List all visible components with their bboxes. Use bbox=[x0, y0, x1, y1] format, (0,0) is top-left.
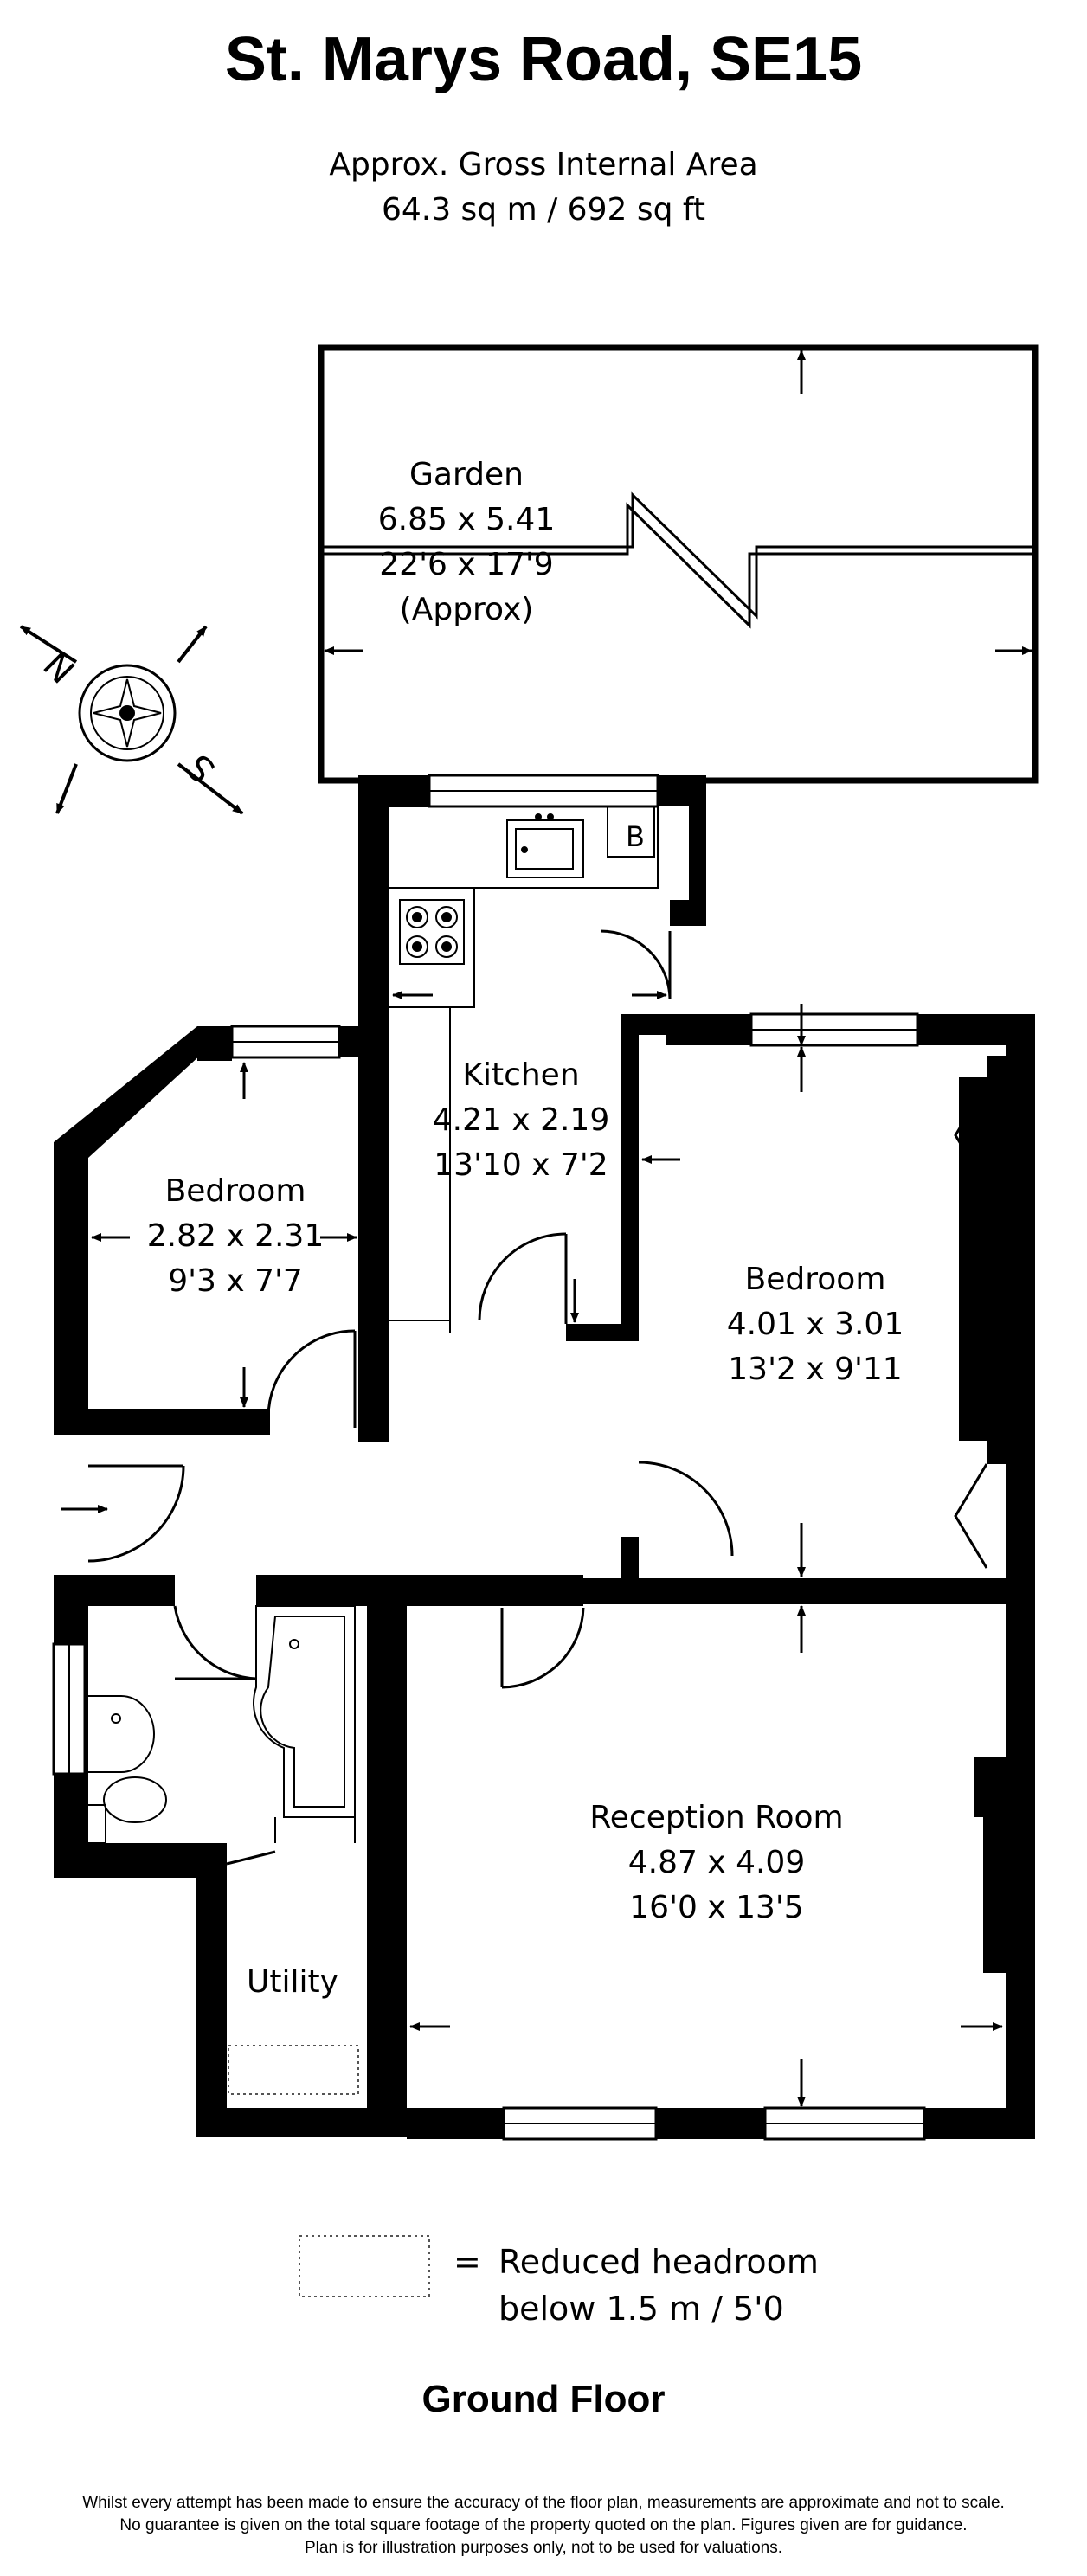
bedroom-left-name: Bedroom bbox=[165, 1173, 306, 1209]
compass-north-label: N bbox=[35, 646, 81, 692]
bedroom-left-metric: 2.82 x 2.31 bbox=[147, 1218, 325, 1254]
reduced-headroom-area bbox=[228, 2045, 359, 2095]
kitchen-name: Kitchen bbox=[462, 1057, 579, 1093]
exterior-walls bbox=[54, 775, 1035, 2139]
bathroom-fittings bbox=[84, 1605, 356, 1844]
legend-swatch bbox=[299, 2235, 430, 2297]
floor-label: Ground Floor bbox=[421, 2378, 666, 2420]
kitchen-metric: 4.21 x 2.19 bbox=[433, 1102, 610, 1138]
bedroom-left-imperial: 9'3 x 7'7 bbox=[168, 1263, 303, 1299]
compass-south-label: S bbox=[179, 746, 222, 789]
reception-name: Reception Room bbox=[589, 1800, 843, 1835]
doors bbox=[87, 929, 988, 1866]
boiler-label: B bbox=[626, 820, 645, 853]
garden-imperial: 22'6 x 17'9 bbox=[379, 547, 553, 582]
kitchen-fittings bbox=[389, 806, 659, 1333]
reception-metric: 4.87 x 4.09 bbox=[628, 1845, 806, 1880]
disclaimer-line1: Whilst every attempt has been made to en… bbox=[82, 2494, 1005, 2512]
legend-line2: below 1.5 m / 5'0 bbox=[498, 2290, 784, 2328]
utility-name: Utility bbox=[247, 1964, 338, 2000]
gross-area-value: 64.3 sq m / 692 sq ft bbox=[381, 192, 706, 228]
bedroom-right-metric: 4.01 x 3.01 bbox=[727, 1307, 904, 1342]
gross-area-heading: Approx. Gross Internal Area bbox=[329, 147, 758, 183]
garden-note: (Approx) bbox=[400, 592, 534, 627]
compass-icon bbox=[19, 625, 244, 815]
page-title: St. Marys Road, SE15 bbox=[224, 25, 863, 94]
reception-imperial: 16'0 x 13'5 bbox=[629, 1890, 803, 1925]
garden-name: Garden bbox=[409, 457, 524, 492]
legend-line1: Reduced headroom bbox=[498, 2243, 819, 2281]
disclaimer-line2: No guarantee is given on the total squar… bbox=[119, 2516, 968, 2534]
kitchen-imperial: 13'10 x 7'2 bbox=[434, 1147, 608, 1183]
dimension-arrows bbox=[61, 991, 1003, 2107]
legend-equals: = bbox=[453, 2243, 481, 2281]
disclaimer-line3: Plan is for illustration purposes only, … bbox=[304, 2539, 782, 2557]
garden-metric: 6.85 x 5.41 bbox=[378, 502, 556, 537]
bedroom-right-imperial: 13'2 x 9'11 bbox=[728, 1352, 902, 1387]
windows bbox=[52, 774, 926, 2141]
bedroom-right-name: Bedroom bbox=[745, 1262, 886, 1297]
